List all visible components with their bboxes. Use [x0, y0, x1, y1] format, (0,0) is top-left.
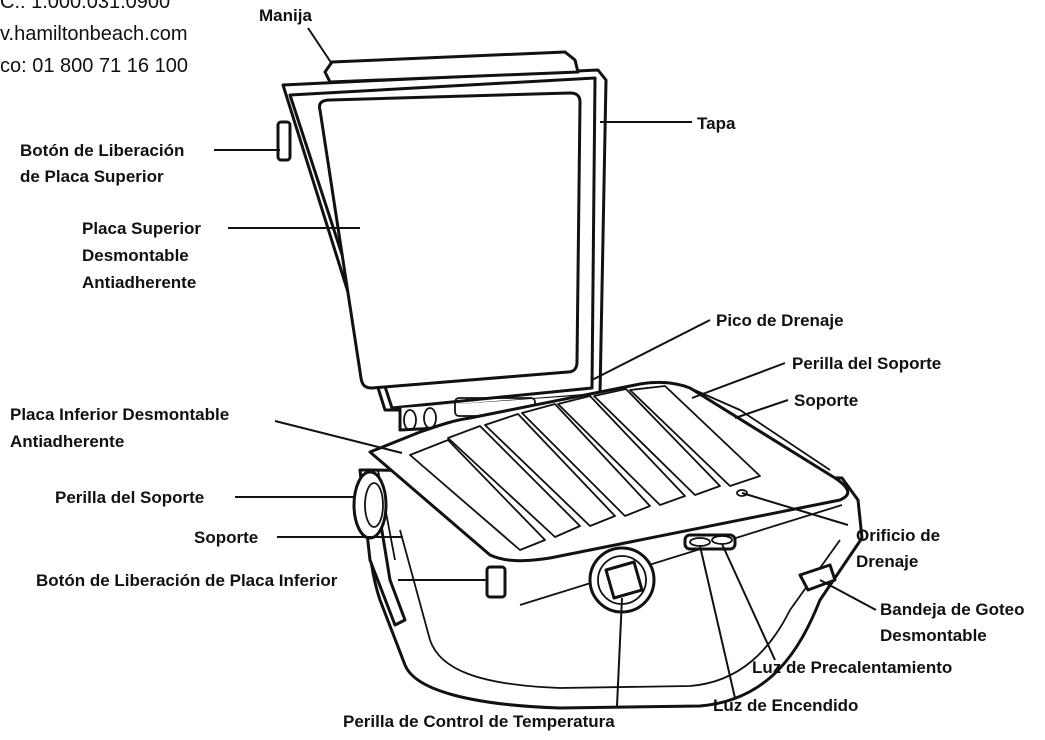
label-orificio-line2: Drenaje: [856, 552, 918, 571]
handle: [323, 50, 580, 84]
label-boton-inferior: Botón de Liberación de Placa Inferior: [36, 571, 338, 590]
label-placa-inferior-line1: Placa Inferior Desmontable: [10, 405, 229, 424]
label-placa-superior-line3: Antiadherente: [82, 273, 196, 292]
leader-lines: [214, 27, 877, 707]
label-perilla-temperatura: Perilla de Control de Temperatura: [343, 712, 615, 731]
label-boton-superior-line2: de Placa Superior: [20, 167, 164, 186]
label-soporte-left: Soporte: [194, 528, 258, 547]
leader-perilla-right: [691, 362, 786, 399]
left-support-knob: [352, 470, 388, 540]
label-bandeja-line2: Desmontable: [880, 626, 987, 645]
label-luz-encendido: Luz de Encendido: [713, 696, 858, 715]
label-orificio-line1: Orificio de: [856, 526, 940, 545]
contact-website: v.hamiltonbeach.com: [0, 23, 188, 45]
label-soporte-right: Soporte: [794, 391, 858, 410]
drip-tray: [798, 563, 837, 592]
label-tapa: Tapa: [697, 114, 736, 133]
label-boton-superior-line1: Botón de Liberación: [20, 141, 184, 160]
upper-plate-release-button: [276, 120, 292, 162]
label-placa-superior-line1: Placa Superior: [82, 219, 201, 238]
label-perilla-soporte-left: Perilla del Soporte: [55, 488, 204, 507]
leader-pico-drenaje: [591, 319, 711, 381]
contact-info: C.: 1.000.031.0900 v.hamiltonbeach.com c…: [0, 0, 188, 77]
lower-plate: [368, 380, 850, 563]
grill-base-inner: [399, 529, 841, 689]
leader-bandeja: [819, 579, 877, 611]
contact-phone: C.: 1.000.031.0900: [0, 0, 170, 13]
leader-placa-inferior: [274, 420, 403, 454]
label-perilla-soporte-right: Perilla del Soporte: [792, 354, 941, 373]
right-support: [689, 387, 831, 471]
leader-luz-precalentamiento: [721, 543, 776, 661]
label-bandeja-line1: Bandeja de Goteo: [880, 600, 1025, 619]
indicator-lights: [683, 533, 737, 551]
leader-manija: [307, 27, 333, 65]
callout-labels: Manija Tapa Botón de Liberación de Placa…: [10, 6, 1025, 731]
label-luz-precalentamiento: Luz de Precalentamiento: [752, 658, 952, 677]
label-placa-superior-line2: Desmontable: [82, 246, 189, 265]
grill-illustration: [276, 50, 864, 710]
leader-luz-encendido: [699, 545, 736, 699]
drain-hole: [736, 489, 748, 497]
label-pico-drenaje: Pico de Drenaje: [716, 311, 844, 330]
grill-ridges: [409, 385, 761, 551]
leader-orificio: [741, 492, 849, 526]
label-manija: Manija: [259, 6, 312, 25]
label-placa-inferior-line2: Antiadherente: [10, 432, 124, 451]
leader-soporte-right: [734, 399, 789, 419]
leader-perilla-temperatura: [616, 597, 623, 707]
contact-mexico: co: 01 800 71 16 100: [0, 55, 188, 77]
lower-plate-release-button: [485, 565, 507, 599]
upper-plate: [318, 91, 582, 390]
